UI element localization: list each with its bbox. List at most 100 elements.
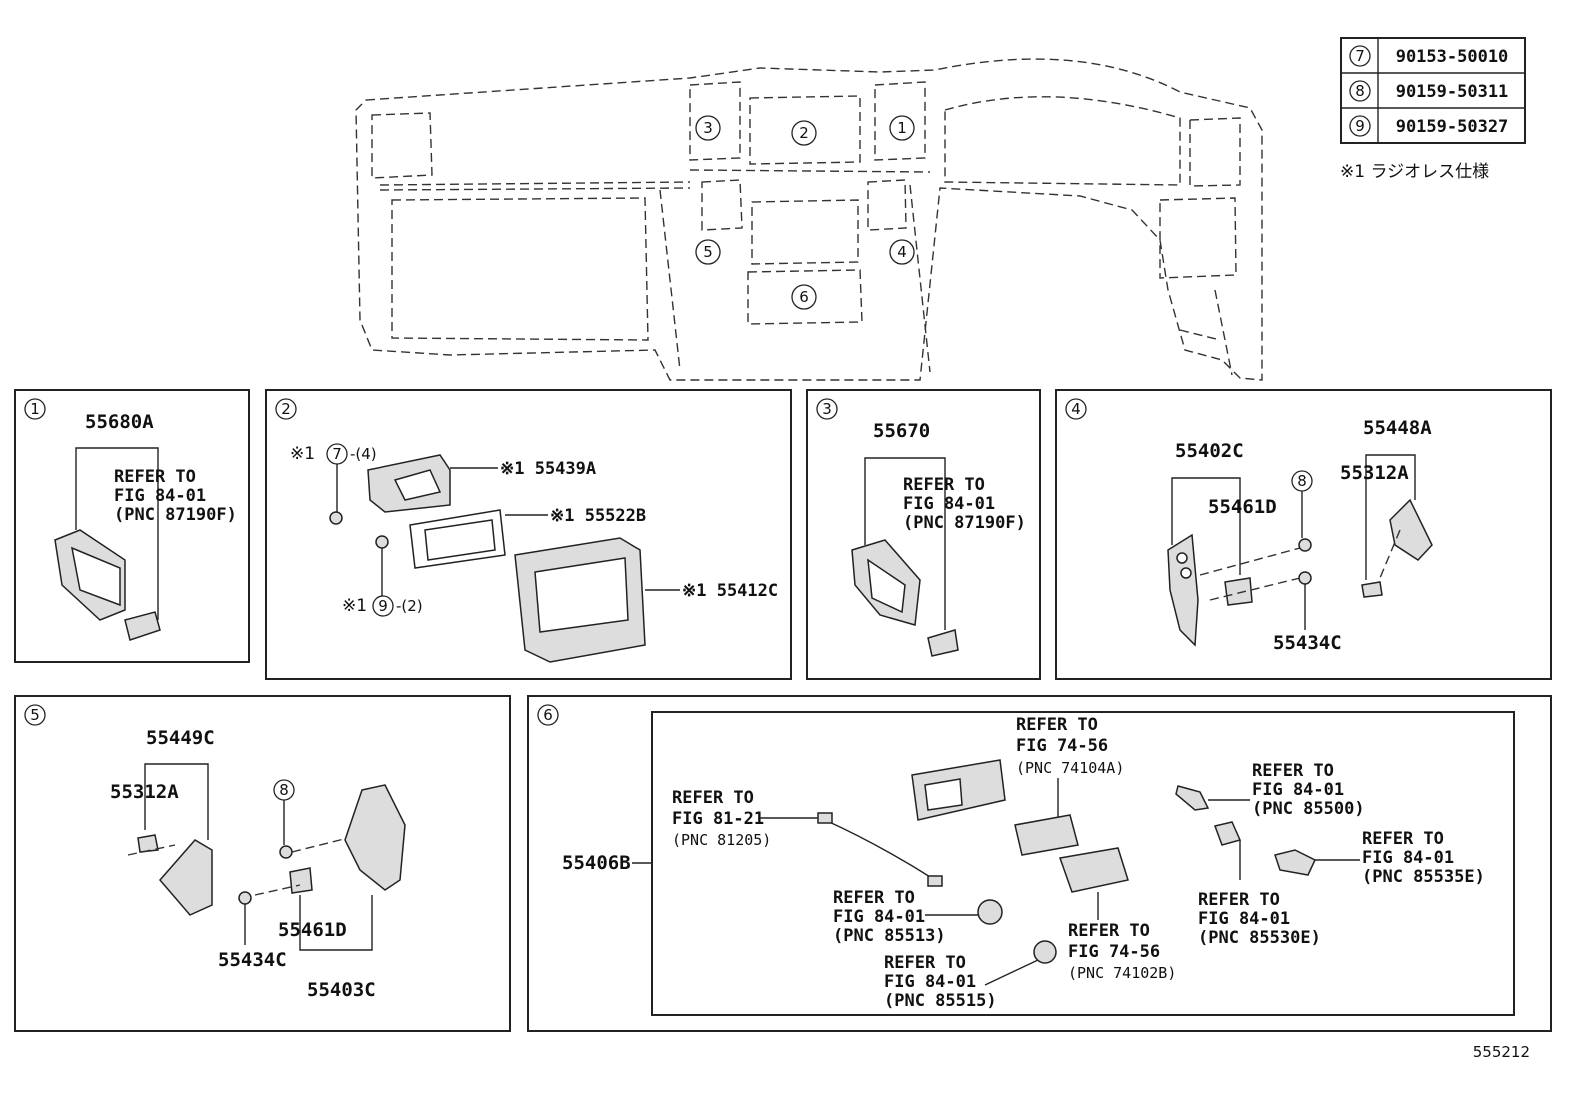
- connector-part: [1274, 849, 1316, 876]
- bolt-9: [375, 535, 389, 549]
- overview-callout-1: 1: [897, 119, 907, 137]
- legend-table: 7 8 9 90153-50010 90159-50311 90159-5032…: [1340, 37, 1526, 144]
- panel-2-part-3: ※1 55412C: [682, 581, 778, 601]
- cover-part: [159, 839, 213, 916]
- spec-note: ※1 ラジオレス仕様: [1340, 162, 1489, 182]
- panel-6-ref2-1: REFER TO: [672, 788, 754, 808]
- clip-55461d: [1224, 577, 1253, 606]
- panel-2-fastener-bottom-mark: ※1: [342, 596, 367, 616]
- panel-3-ref-1: REFER TO: [903, 475, 985, 495]
- panel-2-fastener-top-qty: -(4): [350, 445, 377, 463]
- panel-2: 2 ※1 7 -(4) ※1 55439A ※1 55522B ※1 9 -(2…: [265, 389, 792, 680]
- panel-1-part: 55680A: [85, 411, 154, 433]
- panel-5-part-2: 55312A: [110, 781, 179, 803]
- lamp-part-2: [1033, 940, 1057, 964]
- panel-6-ref7-2: FIG 84-01: [1198, 909, 1290, 929]
- legend-part-9: 90159-50327: [1396, 117, 1509, 137]
- bolt-8: [1298, 538, 1312, 552]
- panel-1-ref-1: REFER TO: [114, 467, 196, 487]
- legend-key-9: 9: [1355, 117, 1365, 135]
- panel-5-part-1: 55449C: [146, 727, 215, 749]
- bulb-part-2: [1214, 821, 1242, 846]
- legend-key-8: 8: [1355, 82, 1365, 100]
- panel-1-ref-2: FIG 84-01: [114, 486, 206, 506]
- panel-5-part-4: 55461D: [278, 919, 347, 941]
- garnish-part: [1167, 533, 1199, 647]
- panel-4-part-2: 55461D: [1208, 496, 1277, 518]
- bolt-8: [279, 845, 293, 859]
- overview-callout-2: 2: [799, 124, 809, 142]
- panel-4-key: 4: [1071, 400, 1081, 418]
- panel-4-part-1: 55402C: [1175, 440, 1244, 462]
- overview-callout-6: 6: [799, 288, 809, 306]
- panel-3-ref-3: (PNC 87190F): [903, 513, 1026, 533]
- panel-6-ref5-3: (PNC 85513): [833, 926, 946, 946]
- garnish-part: [344, 784, 406, 891]
- panel-1-ref-3: (PNC 87190F): [114, 505, 237, 525]
- panel-6-key: 6: [543, 706, 553, 724]
- panel-5: 5 55449C 55312A 8 55461D 55434C 55403C: [14, 695, 511, 1032]
- dashboard-overview: [355, 58, 1263, 381]
- panel-6-ref3-3: (PNC 85500): [1252, 799, 1365, 819]
- clip-part: [124, 611, 161, 641]
- clip-part: [927, 629, 959, 657]
- lamp-part: [977, 899, 1003, 925]
- legend-part-7: 90153-50010: [1396, 47, 1509, 67]
- panel-3-part: 55670: [873, 420, 930, 442]
- panel-6-ref3-1: REFER TO: [1252, 761, 1334, 781]
- bulb-part: [1175, 785, 1210, 811]
- socket-part: [1014, 814, 1079, 856]
- clip-55461d: [289, 867, 313, 894]
- panel-3-ref-2: FIG 84-01: [903, 494, 995, 514]
- panel-3: 3 55670 REFER TO FIG 84-01 (PNC 87190F): [806, 389, 1041, 680]
- socket-part-2: [1058, 847, 1129, 893]
- panel-6-ref4-3: (PNC 85535E): [1362, 867, 1485, 887]
- panel-6-ref2-3: (PNC 81205): [672, 831, 771, 849]
- panel-1: 1 55680A REFER TO FIG 84-01 (PNC 87190F): [14, 389, 250, 663]
- panel-4-fastener-key: 8: [1297, 472, 1307, 490]
- panel-6-ref1-3: (PNC 74104A): [1016, 759, 1124, 777]
- legend-key-7: 7: [1355, 47, 1365, 65]
- panel-2-fastener-top-key: 7: [332, 445, 342, 463]
- panel-6-ref6-2: FIG 74-56: [1068, 942, 1160, 962]
- panel-6-ref6-1: REFER TO: [1068, 921, 1150, 941]
- panel-6-ref2-2: FIG 81-21: [672, 809, 764, 829]
- panel-6-ref7-3: (PNC 85530E): [1198, 928, 1321, 948]
- panel-2-key: 2: [281, 400, 291, 418]
- panel-2-fastener-bottom-qty: -(2): [396, 597, 423, 615]
- panel-6-ref1-1: REFER TO: [1016, 715, 1098, 735]
- panel-6-ref8-2: FIG 84-01: [884, 972, 976, 992]
- panel-4-part-4: 55448A: [1363, 417, 1432, 439]
- panel-6-ref1-2: FIG 74-56: [1016, 736, 1108, 756]
- clip-55434c: [1298, 571, 1312, 585]
- panel-4-part-3: 55434C: [1273, 632, 1342, 654]
- overview-callouts: 3 2 1 5 4 6: [695, 115, 915, 310]
- clip-55434c: [238, 891, 252, 905]
- panel-6-ref8-3: (PNC 85515): [884, 991, 997, 1011]
- overview-callout-4: 4: [897, 243, 907, 261]
- panel-6-ref4-1: REFER TO: [1362, 829, 1444, 849]
- panel-6-ref8-1: REFER TO: [884, 953, 966, 973]
- panel-5-part-3: 55434C: [218, 949, 287, 971]
- panel-5-key: 5: [30, 706, 40, 724]
- overview-callout-3: 3: [703, 119, 713, 137]
- overview-callout-5: 5: [703, 243, 713, 261]
- panel-2-part-1: ※1 55439A: [500, 459, 596, 479]
- panel-5-fastener-key: 8: [279, 781, 289, 799]
- panel-6: 6 55406B REFER TO FIG 74-56 (PNC 74104A)…: [527, 695, 1552, 1032]
- legend-part-8: 90159-50311: [1396, 82, 1509, 102]
- cover-part: [1389, 498, 1433, 561]
- panel-6-ref6-3: (PNC 74102B): [1068, 964, 1176, 982]
- panel-6-ref4-2: FIG 84-01: [1362, 848, 1454, 868]
- panel-6-ref5-1: REFER TO: [833, 888, 915, 908]
- panel-6-ref3-2: FIG 84-01: [1252, 780, 1344, 800]
- panel-6-ref7-1: REFER TO: [1198, 890, 1280, 910]
- panel-1-key: 1: [30, 400, 40, 418]
- panel-2-fastener-top-mark: ※1: [290, 444, 315, 464]
- panel-2-part-2: ※1 55522B: [550, 506, 646, 526]
- bolt-7: [329, 511, 343, 525]
- figure-id: 555212: [1473, 1043, 1530, 1061]
- panel-6-part: 55406B: [562, 852, 631, 874]
- panel-5-part-5: 55403C: [307, 979, 376, 1001]
